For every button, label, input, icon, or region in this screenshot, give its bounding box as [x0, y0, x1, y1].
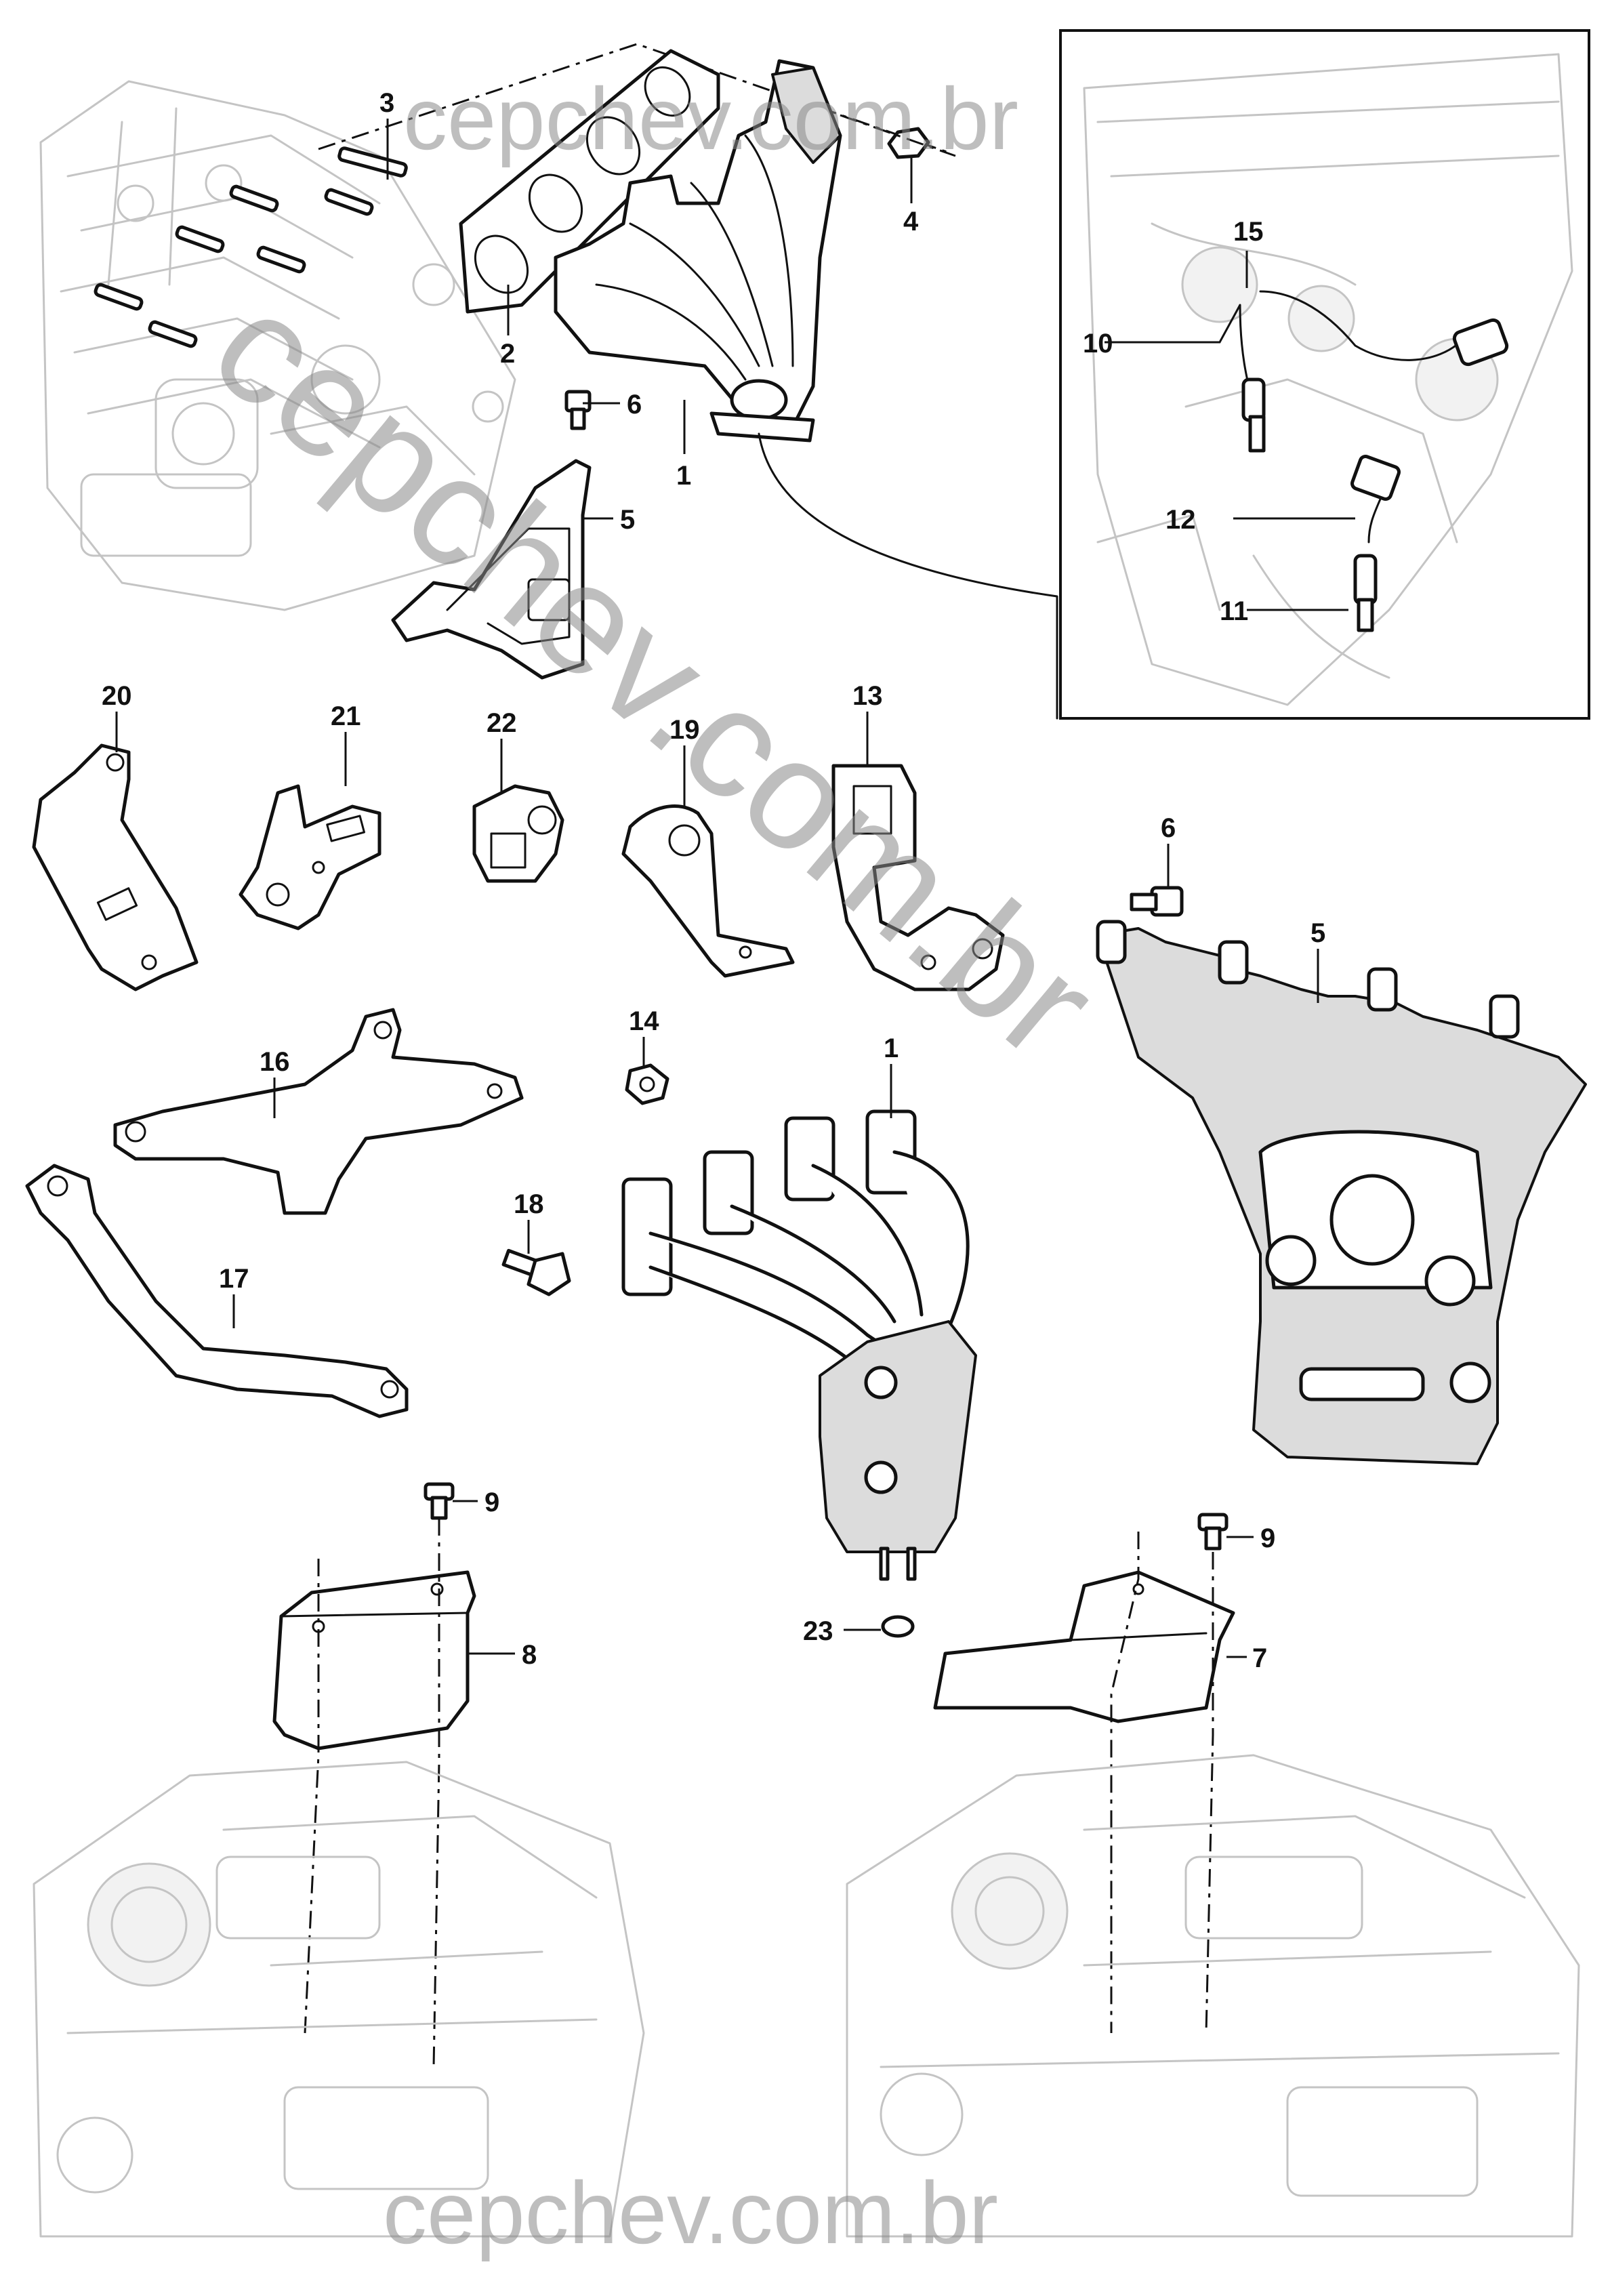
callout-15: 15 — [1233, 217, 1264, 247]
callout-13: 13 — [852, 681, 883, 711]
callout-22: 22 — [487, 708, 517, 738]
callout-23: 23 — [803, 1616, 833, 1646]
exhaust-manifold-assembly-top — [554, 59, 1058, 720]
callout-16: 16 — [260, 1047, 290, 1077]
callout-14: 14 — [629, 1006, 659, 1036]
manifold-gasket — [459, 49, 720, 314]
callout-9-right: 9 — [1260, 1523, 1275, 1553]
bracket-16 — [113, 1008, 524, 1215]
callout-4: 4 — [903, 207, 919, 237]
callout-18: 18 — [514, 1189, 544, 1219]
callout-6-top: 6 — [627, 390, 642, 419]
callout-5-right: 5 — [1310, 918, 1325, 948]
bolt-6-right — [1130, 886, 1184, 917]
bracket-22 — [472, 784, 564, 883]
watermark-bottom: cepchev.com.br — [383, 2163, 998, 2262]
callout-10: 10 — [1083, 329, 1113, 358]
nut-4 — [840, 114, 956, 159]
oxygen-sensor-inset — [1059, 29, 1590, 720]
callout-1-center: 1 — [884, 1033, 899, 1063]
callout-3: 3 — [379, 88, 394, 118]
watermark-top: cepchev.com.br — [403, 69, 1018, 168]
bracket-21 — [239, 784, 381, 930]
engine-bottom-right-illustration — [846, 1754, 1580, 2238]
callout-7: 7 — [1252, 1643, 1267, 1673]
nut-14 — [625, 1063, 669, 1105]
callout-19: 19 — [669, 715, 700, 745]
bolt-6-top — [564, 390, 592, 430]
callout-21: 21 — [331, 701, 361, 731]
bolt-18 — [501, 1248, 571, 1296]
callout-9-left: 9 — [484, 1488, 499, 1517]
bracket-17 — [25, 1164, 409, 1418]
engine-bottom-left-illustration — [33, 1761, 645, 2238]
callout-6-right: 6 — [1161, 813, 1176, 843]
callout-1-top: 1 — [676, 461, 691, 491]
heat-shield-5-large — [1096, 920, 1587, 1465]
bracket-20 — [32, 743, 199, 991]
nut-23 — [881, 1615, 915, 1638]
bolt-9-right — [1197, 1513, 1229, 1551]
callout-20: 20 — [102, 681, 132, 711]
exhaust-manifold-assembly-center — [621, 1109, 977, 1581]
callout-8: 8 — [522, 1640, 537, 1670]
assembly-lines — [304, 1518, 1214, 2068]
callout-11: 11 — [1220, 596, 1248, 626]
callout-5-top: 5 — [620, 505, 635, 535]
heat-shield-8 — [272, 1570, 476, 1750]
callout-2: 2 — [500, 339, 515, 369]
heat-shield-7 — [933, 1570, 1235, 1723]
watermark-diagonal: cepchev.com.br — [182, 258, 1128, 1091]
bracket-19 — [621, 804, 795, 978]
engine-block-top-left-illustration — [39, 80, 516, 611]
callout-12: 12 — [1165, 505, 1196, 535]
bracket-13 — [831, 764, 1005, 991]
callout-labels: 3 2 4 6 1 5 10 15 12 11 20 21 22 19 13 6… — [102, 88, 1325, 1673]
heat-shield-5-top — [391, 459, 592, 680]
callout-leaders — [115, 119, 1355, 1658]
bolt-9-left — [424, 1482, 455, 1520]
callout-17: 17 — [219, 1264, 249, 1294]
